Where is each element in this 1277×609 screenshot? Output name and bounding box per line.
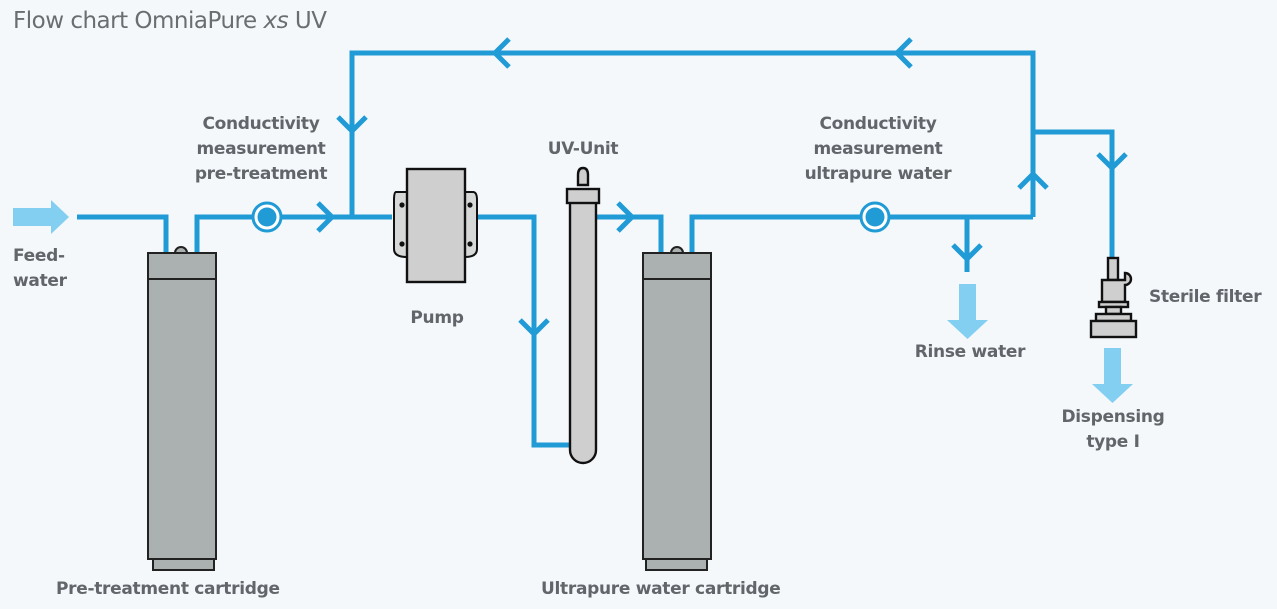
ultrapure-cartridge-label: Ultrapure water cartridge — [541, 579, 781, 599]
title-text: Flow chart OmniaPure — [13, 8, 264, 34]
uv-unit-icon — [565, 166, 601, 465]
pretreatment-cartridge-label: Pre-treatment cartridge — [56, 579, 280, 599]
conductivity-pre-line-1: Conductivity — [202, 114, 320, 134]
rinse-water-output-arrow — [947, 284, 988, 339]
diagram-title: Flow chart OmniaPure xs UV — [13, 8, 327, 34]
pipe-ultrapure-outlet — [689, 214, 1033, 253]
sterile-filter-icon — [1089, 256, 1138, 339]
dispensing-output-arrow — [1092, 348, 1133, 403]
feedwater-label-line-2: water — [13, 271, 67, 291]
conductivity-pre-line-3: pre-treatment — [194, 164, 328, 184]
pump-label: Pump — [410, 308, 464, 328]
pipe-pump-to-uv — [476, 214, 570, 448]
conductivity-pretreatment-label: Conductivity measurement pre-treatment — [190, 112, 332, 187]
flow-arrow-left-loop-2 — [893, 37, 913, 69]
title-italic: xs — [263, 8, 289, 34]
flow-arrow-down-to-uv — [518, 318, 550, 338]
pipe-feed-to-pretreatment — [77, 214, 169, 253]
pipe-pretreatment-to-pump — [194, 214, 392, 253]
uv-unit-label: UV-Unit — [547, 139, 619, 159]
pipe-recirculation-loop — [349, 50, 1036, 217]
conductivity-ultra-line-1: Conductivity — [819, 114, 937, 134]
dispensing-line-1: Dispensing — [1061, 407, 1165, 427]
ultrapure-cartridge-icon — [642, 246, 712, 571]
rinse-water-label: Rinse water — [914, 342, 1026, 362]
pretreatment-cartridge-icon — [147, 246, 217, 571]
flow-arrow-down-return — [336, 115, 368, 135]
feedwater-input-arrow — [13, 200, 69, 234]
feedwater-label: Feed- water — [13, 244, 67, 294]
flow-arrow-down-dispense — [1096, 152, 1128, 172]
dispensing-line-2: type I — [1086, 432, 1140, 452]
conductivity-pre-line-2: measurement — [196, 139, 326, 159]
pump-icon — [393, 167, 478, 284]
flow-arrow-up-loop — [1017, 170, 1049, 190]
dispensing-label: Dispensing type I — [1052, 405, 1174, 455]
flow-arrow-right-to-cartridge — [616, 201, 636, 233]
sterile-filter-label: Sterile filter — [1149, 287, 1262, 307]
conductivity-ultra-line-2: measurement — [813, 139, 943, 159]
conductivity-sensor-pretreatment — [251, 201, 283, 233]
conductivity-sensor-ultrapure — [859, 201, 891, 233]
feedwater-label-line-1: Feed- — [13, 246, 65, 266]
title-suffix: UV — [288, 8, 327, 34]
pipe-dispense-branch — [1033, 129, 1115, 258]
conductivity-ultrapure-label: Conductivity measurement ultrapure water — [795, 112, 961, 187]
pipe-uv-to-ultrapure — [596, 214, 664, 253]
flow-arrow-left-loop-1 — [491, 37, 511, 69]
flow-arrow-right-to-pump — [316, 201, 336, 233]
conductivity-ultra-line-3: ultrapure water — [804, 164, 952, 184]
flow-arrow-down-rinse — [951, 243, 983, 263]
